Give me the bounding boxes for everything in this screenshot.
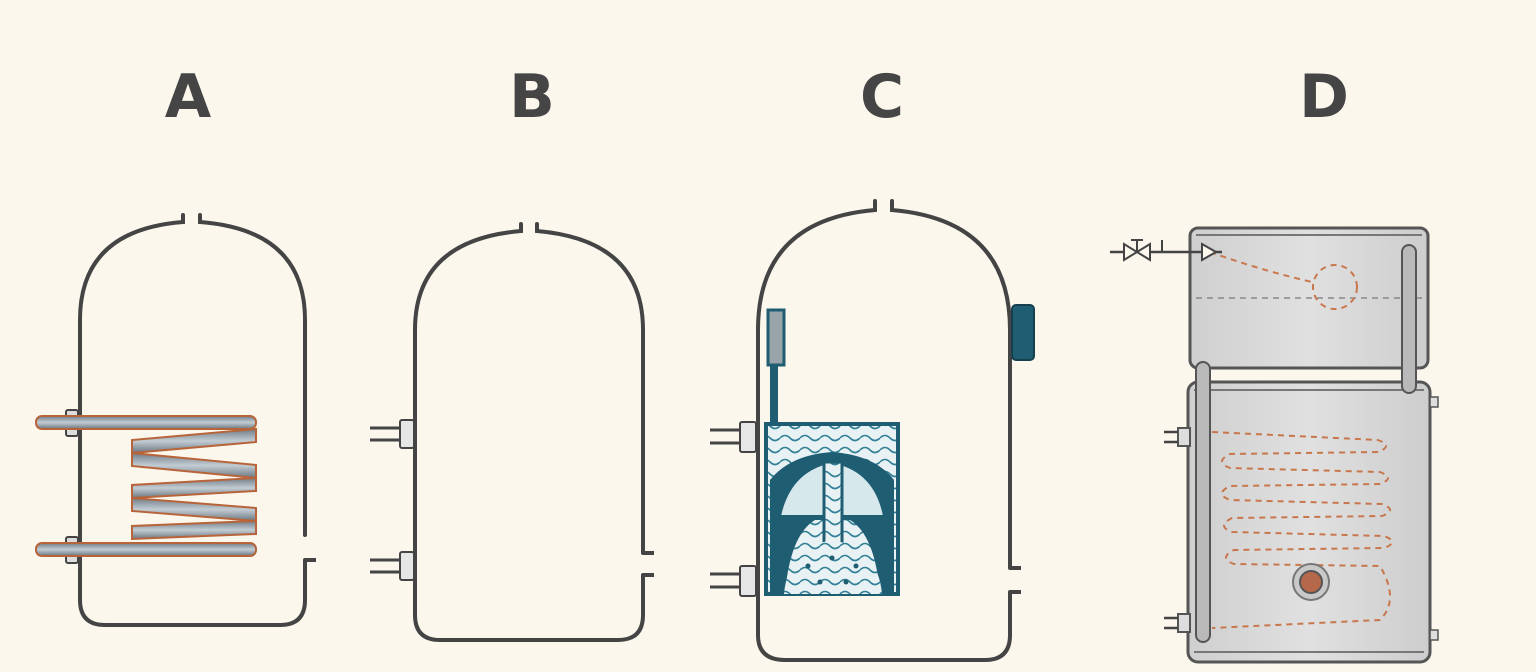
tank-d-upper-dashed-line [1209, 251, 1313, 283]
label-c: C [859, 62, 905, 132]
tank-d-right-pipe [1401, 244, 1417, 394]
tank-c-anode-rod [766, 308, 786, 367]
tank-d-dashed-coil [1211, 431, 1393, 629]
tank-c-side-port [1010, 566, 1021, 594]
tank-d [1110, 226, 1439, 664]
tank-b-inlet-bottom [370, 551, 415, 581]
tank-b-side-port [643, 551, 654, 577]
tank-b [370, 222, 654, 642]
tank-d-fittings [1164, 396, 1439, 641]
tank-c-inlet-bottom [710, 565, 757, 597]
label-b: B [509, 62, 555, 132]
tank-d-left-pipe [1195, 361, 1211, 643]
label-a: A [164, 62, 212, 132]
tank-d-inlet-valve [1110, 239, 1222, 262]
tank-c-inlet-top [710, 421, 757, 453]
tank-d-float-circle [1312, 264, 1358, 310]
tank-a-shell [78, 213, 307, 627]
tank-a [35, 213, 316, 627]
tank-c-shell [756, 199, 1012, 662]
tank-a-outlet [305, 558, 316, 562]
tank-d-heating-element [1292, 563, 1330, 601]
tank-c [710, 199, 1035, 662]
tank-d-lower-tank [1186, 380, 1432, 664]
tank-c-heating-chamber [764, 422, 900, 596]
tank-a-coil [35, 409, 257, 564]
tank-b-shell [413, 222, 645, 642]
tank-b-inlet-top [370, 419, 415, 449]
tank-c-thermostat [1011, 304, 1035, 361]
label-d: D [1299, 62, 1349, 132]
